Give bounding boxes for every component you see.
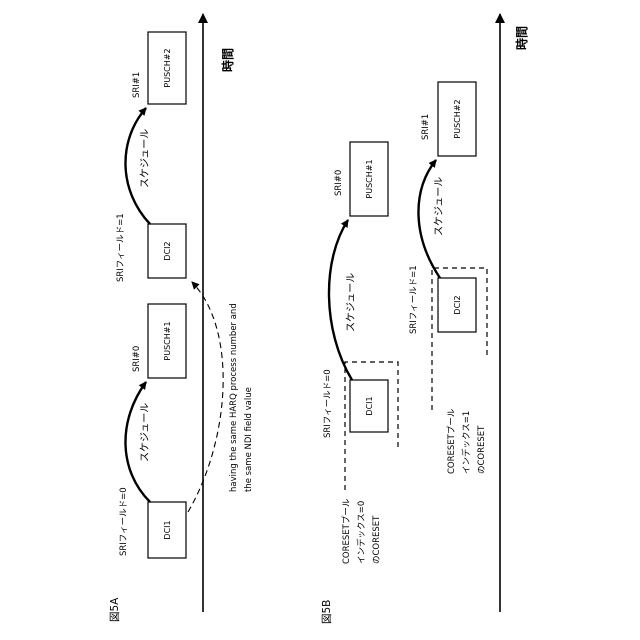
sri-1-label-5a: SRI#1 xyxy=(132,72,142,98)
harq-link-dashed-arrow-5a xyxy=(188,282,223,512)
schedule-label-1-5b: スケジュール xyxy=(345,273,357,332)
sri-field-0-label-5a: SRIフィールド=0 xyxy=(119,487,129,556)
time-axis-label-5b: 時間 xyxy=(514,26,529,50)
dci1-label-5b: DCI1 xyxy=(365,396,374,415)
dci1-box-5b: DCI1 xyxy=(350,380,388,432)
pusch1-label-5a: PUSCH#1 xyxy=(163,321,172,360)
schedule-label-2-5b: スケジュール xyxy=(433,177,445,236)
harq-annotation-line1-5a: having the same HARQ process number and xyxy=(229,303,239,492)
coreset-pool-0-line1-5b: CORESETプール xyxy=(342,498,352,564)
figure-5a: 図5A 時間 DCI1 PUSCH#1 DCI2 PUSCH#2 SRIフィール… xyxy=(109,14,254,622)
pusch2-box-5a: PUSCH#2 xyxy=(148,32,186,104)
dci2-label-5a: DCI2 xyxy=(163,241,172,260)
time-axis-label-5a: 時間 xyxy=(220,48,235,72)
pusch2-label-5a: PUSCH#2 xyxy=(163,48,172,87)
sri-0-label-5b: SRI#0 xyxy=(334,170,344,196)
coreset-pool-1-line3-5b: のCORESET xyxy=(477,425,487,474)
sri-0-label-5a: SRI#0 xyxy=(132,346,142,372)
dci1-label-5a: DCI1 xyxy=(163,520,172,539)
figure-5b-label: 図5B xyxy=(321,600,333,624)
harq-annotation-line2-5a: the same NDI field value xyxy=(244,387,254,492)
pusch1-box-5b: PUSCH#1 xyxy=(350,142,388,216)
sri-1-label-5b: SRI#1 xyxy=(421,114,431,140)
schedule-label-2-5a: スケジュール xyxy=(139,129,151,188)
pusch2-label-5b: PUSCH#2 xyxy=(453,99,462,138)
dci2-box-5b: DCI2 xyxy=(438,278,476,332)
schedule-label-1-5a: スケジュール xyxy=(139,403,151,462)
dci1-box-5a: DCI1 xyxy=(148,502,186,558)
pusch2-box-5b: PUSCH#2 xyxy=(438,82,476,156)
coreset-pool-0-line3-5b: のCORESET xyxy=(372,515,382,564)
sri-field-1-label-5a: SRIフィールド=1 xyxy=(116,213,126,282)
coreset-pool-1-line2-5b: インデックス=1 xyxy=(461,411,472,474)
pusch1-box-5a: PUSCH#1 xyxy=(148,304,186,378)
pusch1-label-5b: PUSCH#1 xyxy=(365,159,374,198)
figure-5a-label: 図5A xyxy=(109,597,121,622)
dci2-box-5a: DCI2 xyxy=(148,224,186,278)
coreset-pool-0-line2-5b: インデックス=0 xyxy=(356,501,367,564)
figure-5b: 図5B 時間 DCI1 PUSCH#1 DCI2 PUSCH#2 SRIフィール… xyxy=(321,14,529,624)
dci2-label-5b: DCI2 xyxy=(453,295,462,314)
coreset-pool-1-line1-5b: CORESETプール xyxy=(447,408,457,474)
sri-field-0-label-5b: SRIフィールド=0 xyxy=(323,369,333,438)
sri-field-1-label-5b: SRIフィールド=1 xyxy=(409,265,419,334)
